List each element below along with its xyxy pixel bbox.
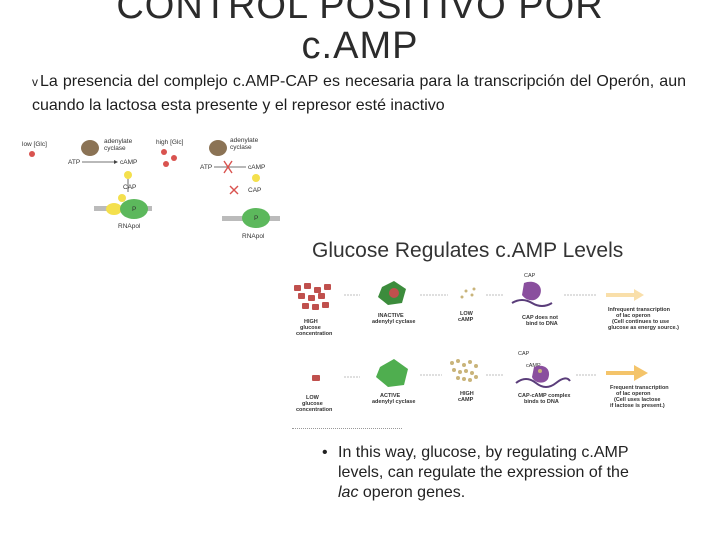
- row2-camp-label: HIGH cAMP: [458, 391, 475, 403]
- left-rnapol-label: RNApol: [118, 223, 141, 230]
- glucose-dot: [29, 151, 35, 157]
- blocked-x-icon: [229, 185, 239, 195]
- bullet-text: La presencia del complejo c.AMP-CAP es n…: [32, 73, 686, 114]
- note-text-after: operon genes.: [358, 484, 466, 501]
- rnapol-icon: [242, 208, 270, 228]
- glucose-dot: [171, 155, 177, 161]
- row1-result-label: Infrequent transcription of lac operon (…: [608, 307, 679, 331]
- row1-cyclase-label: INACTIVE adenylyl cyclase: [372, 313, 415, 325]
- dna-helix-icon: [511, 299, 553, 307]
- title-line-1: CONTROL POSITIVO POR: [116, 0, 604, 27]
- camp-cluster-icon: [450, 359, 478, 382]
- left-cap-label: CAP: [123, 184, 136, 191]
- row1-binding-label: CAP does not bind to DNA: [522, 315, 560, 327]
- bullet-marker-icon: v: [32, 75, 38, 89]
- right-atp-label: ATP: [200, 164, 212, 171]
- glucose-figure: Glucose Regulates c.AMP Levels HIGH gluc…: [290, 235, 710, 435]
- dna-helix-icon: [515, 377, 571, 388]
- right-p-label: P: [254, 215, 258, 222]
- figure-divider: [292, 428, 402, 429]
- cap-bound-icon: [106, 203, 122, 215]
- left-camp-label: cAMP: [120, 159, 137, 166]
- slide-title: CONTROL POSITIVO POR c.AMP: [0, 0, 720, 66]
- title-line-2: c.AMP: [301, 25, 419, 67]
- weak-transcription-arrow-icon: [606, 289, 644, 301]
- left-atp-label: ATP: [68, 159, 80, 166]
- glucose-dot: [163, 161, 169, 167]
- adenylate-cyclase-icon: [81, 140, 99, 156]
- note-text-italic: lac: [338, 484, 359, 501]
- right-cap-label: CAP: [248, 187, 261, 194]
- camp-molecule-icon: [124, 171, 132, 179]
- note-bullet-icon: •: [322, 444, 328, 461]
- figure-row-high-glucose: HIGH glucose concentration INACTIVE aden…: [294, 273, 679, 337]
- camp-molecule-icon: [252, 174, 260, 182]
- figure-svg: HIGH glucose concentration INACTIVE aden…: [294, 273, 679, 413]
- right-glc-label: high [Glc]: [156, 139, 184, 146]
- row1-cap-label: CAP: [524, 273, 536, 279]
- glucose-dot: [161, 149, 167, 155]
- row2-binding-label: CAP-cAMP complex binds to DNA: [518, 393, 572, 405]
- bound-camp-icon: [538, 369, 542, 373]
- row2-cyclase-label: ACTIVE adenylyl cyclase: [372, 393, 415, 405]
- left-glc-label: low [Glc]: [22, 141, 47, 148]
- glucose-cluster-icon: [294, 283, 331, 310]
- left-p-label: P: [132, 206, 136, 213]
- row1-camp-label: LOW cAMP: [458, 311, 474, 323]
- row2-glucose-label: LOW glucose concentration: [296, 395, 333, 413]
- row2-result-label: Frequent transcription of lac operon (Ce…: [610, 385, 670, 409]
- note-paragraph: • In this way, glucose, by regulating c.…: [320, 443, 640, 503]
- glucose-single-icon: [312, 375, 320, 381]
- rnapol-icon: [120, 199, 148, 219]
- row1-glucose-label: HIGH glucose concentration: [296, 319, 333, 337]
- figure-title: Glucose Regulates c.AMP Levels: [312, 239, 624, 262]
- active-cyclase-icon: [376, 359, 408, 387]
- bound-glucose-icon: [389, 288, 399, 298]
- right-rnapol-label: RNApol: [242, 233, 265, 240]
- right-camp-label: cAMP: [248, 164, 265, 171]
- cap-camp-complex-icon: [532, 365, 550, 383]
- note-text-before: In this way, glucose, by regulating c.AM…: [338, 444, 629, 481]
- strong-transcription-arrow-icon: [606, 365, 648, 381]
- arrowhead-icon: [114, 160, 118, 164]
- cap-protein-icon: [522, 281, 541, 301]
- row2-cap-label: CAP: [518, 351, 530, 357]
- figure-row-low-glucose: LOW glucose concentration ACTIVE adenyly…: [296, 351, 670, 413]
- adenylate-cyclase-icon: [209, 140, 227, 156]
- row2-camp-small-label: cAMP: [526, 363, 541, 369]
- note-text: In this way, glucose, by regulating c.AM…: [338, 443, 640, 503]
- cap-camp-icon: [118, 194, 126, 202]
- blocked-x-icon: [223, 160, 233, 174]
